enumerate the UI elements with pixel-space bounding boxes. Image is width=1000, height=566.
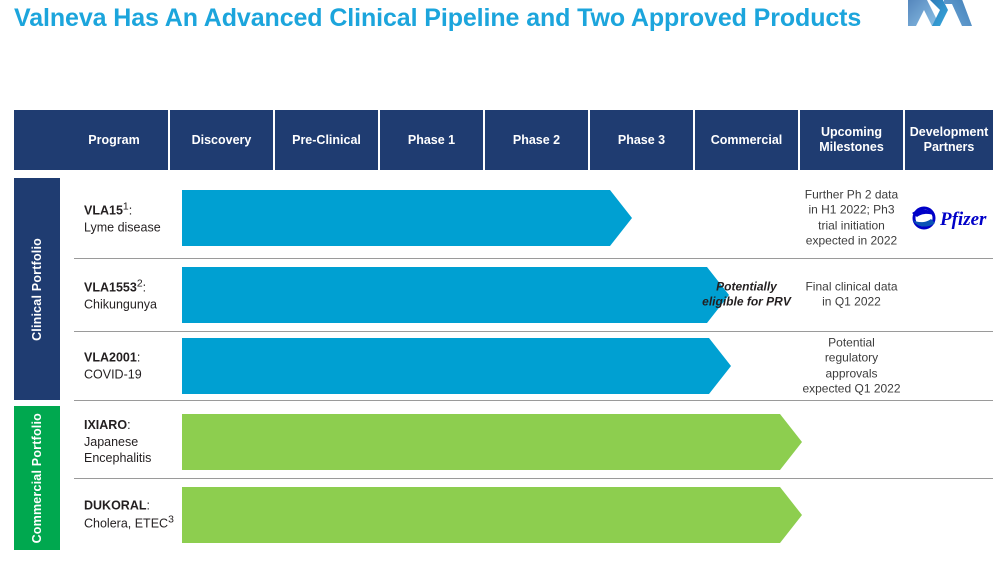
program-label: VLA151: Lyme disease — [84, 200, 184, 235]
phase-bar-ixiaro — [182, 414, 802, 470]
phase-bar-head — [709, 338, 731, 394]
header-cell-phase2: Phase 2 — [485, 110, 588, 170]
header-cell-phase1: Phase 1 — [380, 110, 483, 170]
phase-bar-head — [780, 486, 802, 543]
phase-bar-vla1553 — [182, 267, 729, 323]
pipeline-table: Program Discovery Pre-Clinical Phase 1 P… — [14, 110, 993, 555]
header-cell-milestones: Upcoming Milestones — [800, 110, 903, 170]
program-name-colon: : — [142, 280, 147, 295]
partner-logo-cell: Pfizer — [905, 204, 993, 232]
program-label: VLA2001: COVID-19 — [84, 349, 184, 382]
program-label: VLA15532: Chikungunya — [84, 277, 184, 312]
header-cell-partners: Development Partners — [905, 110, 993, 170]
table-row: VLA151: Lyme disease Further Ph 2 data i… — [74, 178, 993, 258]
sidebar-clinical-label: Clinical Portfolio — [30, 237, 44, 341]
pfizer-logo: Pfizer — [912, 206, 987, 230]
program-indication: Japanese Encephalitis — [84, 434, 152, 466]
title-block: Valneva Has An Advanced Clinical Pipelin… — [14, 2, 874, 35]
program-indication-superscript: 3 — [168, 514, 174, 526]
page-title: Valneva Has An Advanced Clinical Pipelin… — [14, 4, 862, 32]
phase-bar-head — [780, 414, 802, 470]
commercial-note: Potentially eligible for PRV — [702, 279, 791, 309]
header-cell-commercial: Commercial — [695, 110, 798, 170]
row-divider — [74, 331, 993, 332]
program-label: IXIARO: Japanese Encephalitis — [84, 417, 184, 467]
header-cell-program: Program — [60, 110, 168, 170]
phase-bar-body — [182, 338, 709, 394]
program-label: DUKORAL: Cholera, ETEC3 — [84, 497, 184, 532]
header-cell-phase3: Phase 3 — [590, 110, 693, 170]
sidebar-commercial-portfolio: Commercial Portfolio — [14, 406, 60, 550]
program-name-colon: : — [128, 203, 133, 218]
table-header-row: Program Discovery Pre-Clinical Phase 1 P… — [14, 110, 993, 170]
header-cell-discovery: Discovery — [170, 110, 273, 170]
program-name-colon: : — [146, 497, 150, 512]
program-name: VLA15 — [84, 203, 123, 218]
phase-bar-body — [182, 486, 780, 543]
svg-text:Pfizer: Pfizer — [939, 209, 987, 230]
row-divider — [74, 258, 993, 259]
program-indication: COVID-19 — [84, 367, 142, 381]
program-name-colon: : — [136, 350, 141, 365]
table-row: DUKORAL: Cholera, ETEC3 — [74, 479, 993, 550]
milestone-note: Potential regulatory approvals expected … — [802, 335, 901, 396]
phase-bar-vla2001 — [182, 338, 731, 394]
sidebar-commercial-label: Commercial Portfolio — [30, 412, 44, 544]
program-name: VLA1553 — [84, 280, 137, 295]
phase-bar-body — [182, 414, 780, 470]
phase-bar-body — [182, 267, 707, 323]
row-divider — [74, 400, 993, 401]
milestone-note: Final clinical data in Q1 2022 — [805, 279, 898, 309]
header-cell-portfolio — [14, 110, 60, 170]
table-row: VLA15532: Chikungunya Potentially eligib… — [74, 259, 993, 331]
program-name: IXIARO — [84, 418, 128, 433]
row-divider — [74, 478, 993, 479]
program-name-superscript: 2 — [136, 278, 143, 290]
program-indication: Lyme disease — [84, 220, 161, 235]
program-name: DUKORAL — [84, 497, 147, 512]
milestone-note: Further Ph 2 data in H1 2022; Ph3 trial … — [804, 187, 899, 248]
sidebar-clinical-portfolio: Clinical Portfolio — [14, 178, 60, 400]
phase-bar-vla15 — [182, 190, 632, 246]
phase-bar-head — [707, 267, 729, 323]
program-name-colon: : — [127, 418, 131, 433]
header-cell-preclinical: Pre-Clinical — [275, 110, 378, 170]
phase-bar-body — [182, 190, 610, 246]
program-indication: Chikungunya — [84, 297, 157, 312]
phase-bar-head — [610, 190, 632, 246]
table-row: IXIARO: Japanese Encephalitis — [74, 406, 993, 478]
program-name-superscript: 1 — [122, 201, 129, 213]
phase-bar-dukoral — [182, 486, 802, 543]
table-row: VLA2001: COVID-19 Potential regulatory a… — [74, 332, 993, 400]
valneva-logo — [896, 0, 992, 38]
program-indication: Cholera, ETEC — [84, 516, 169, 531]
program-name: VLA2001 — [84, 350, 137, 365]
